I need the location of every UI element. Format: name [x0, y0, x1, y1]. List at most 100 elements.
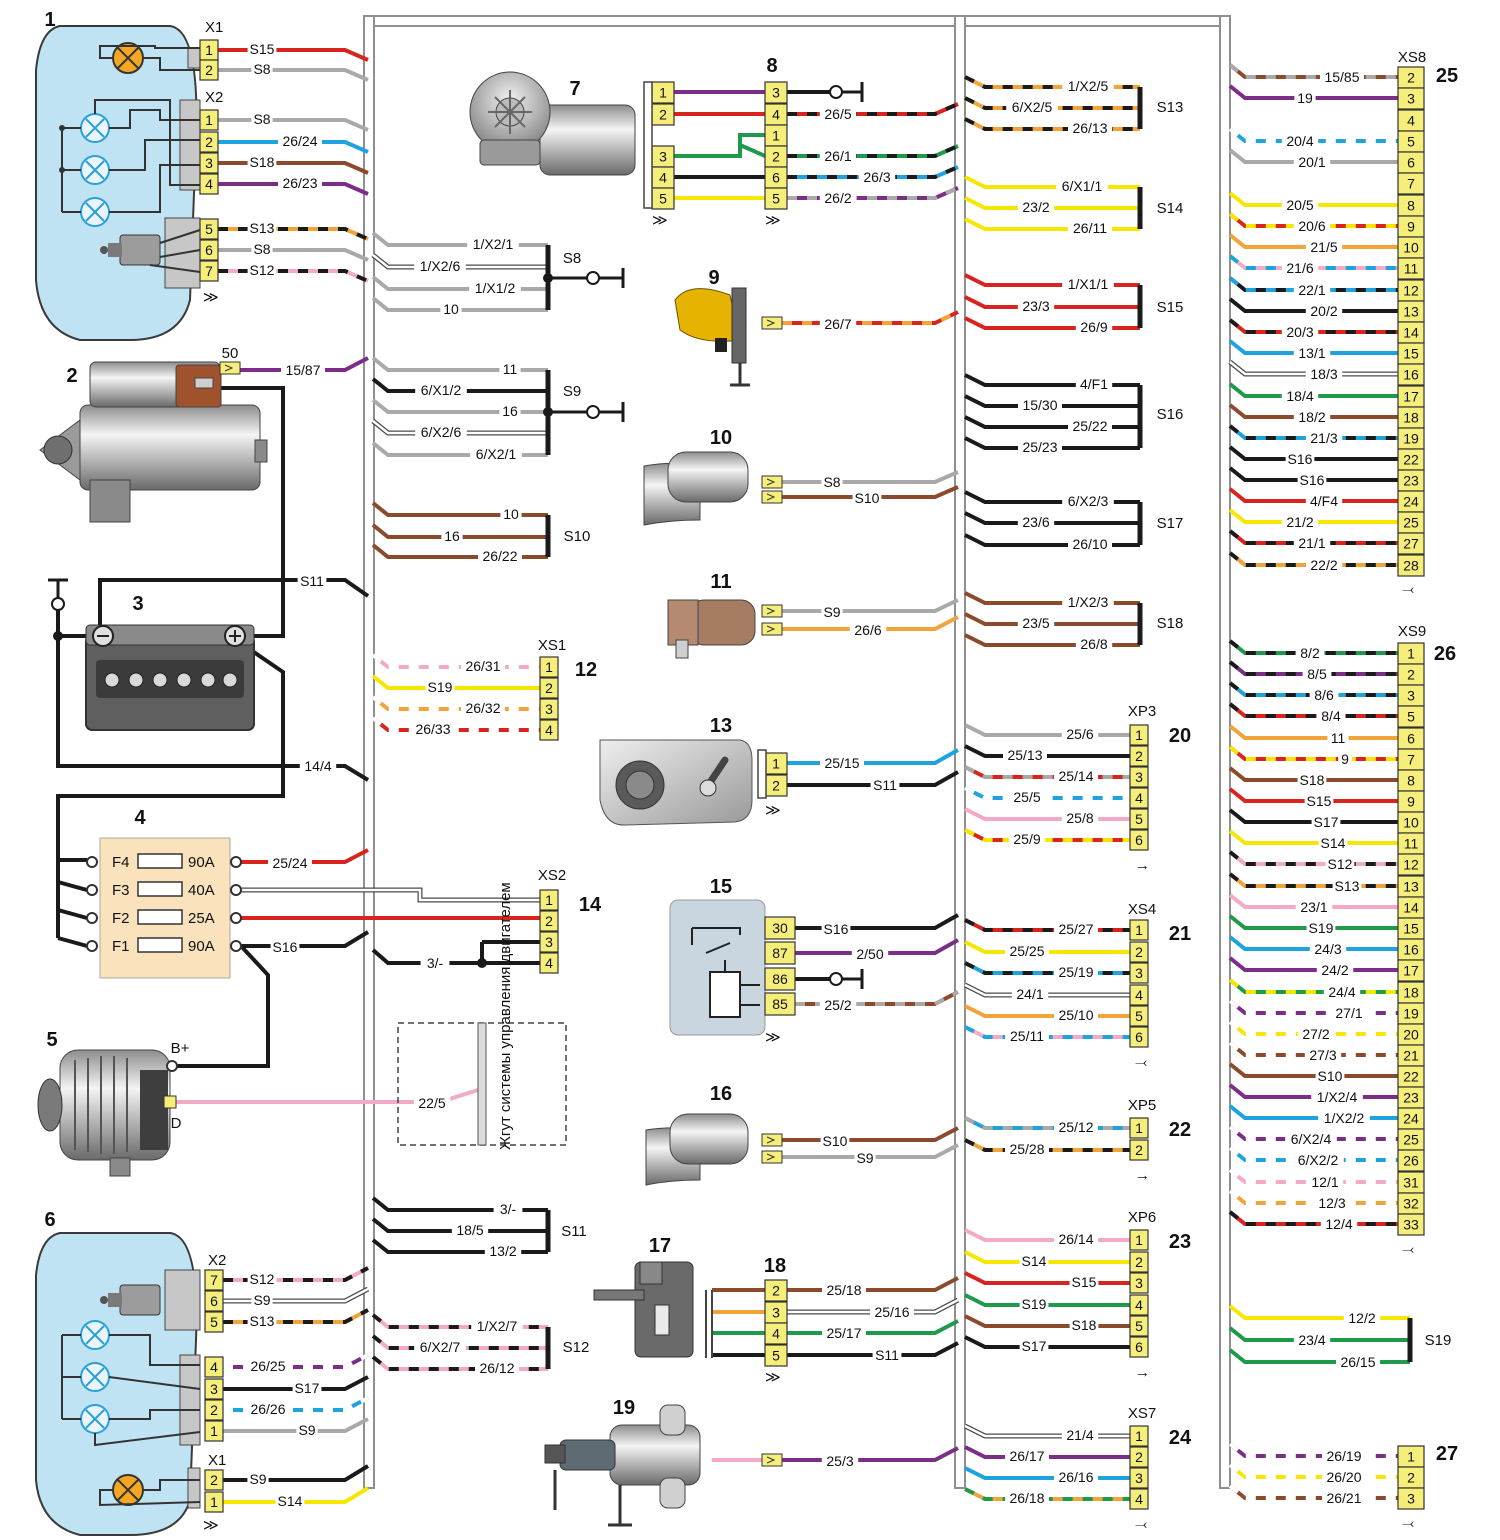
label-backdrop [278, 176, 322, 191]
wire-label: 26/26 [250, 1401, 285, 1417]
wire-tracer [1228, 1463, 1398, 1479]
x2-pin-number: 5 [205, 221, 213, 237]
xs9-pin-number: 14 [1403, 900, 1419, 916]
x2-pin [204, 1269, 224, 1291]
xp3-pin [1129, 808, 1149, 830]
wire-label: 27/3 [1309, 1047, 1336, 1063]
wire-label: 25/25 [1009, 943, 1044, 959]
x1-pin-number: 2 [205, 62, 213, 78]
wire-label: 1/X2/7 [477, 1318, 518, 1334]
component-number: 3 [132, 593, 143, 615]
label-backdrop [246, 1359, 290, 1374]
xp6-pin [1129, 1251, 1149, 1273]
wire-label: 25/22 [1072, 418, 1107, 434]
xs4-pin [1129, 984, 1149, 1006]
xs2-pin [539, 952, 559, 974]
fuse-rating: 25A [188, 910, 215, 927]
x2-pin-number: 2 [210, 1402, 218, 1418]
label-backdrop [1293, 1333, 1331, 1348]
x2-pin-number: 1 [205, 112, 213, 128]
component-number: 1 [44, 9, 55, 31]
wire-label: 22/1 [1298, 282, 1325, 298]
xs9-wire [1228, 914, 1398, 930]
pump18-pin [764, 1279, 788, 1302]
wire-label: S8 [253, 61, 270, 77]
wire-label: 14/4 [304, 758, 331, 774]
c27-pin [1397, 1487, 1425, 1510]
wire-label: S18 [250, 154, 275, 170]
motor8-left-pin-number: 3 [659, 149, 667, 165]
xs9-pin-number: 22 [1403, 1069, 1419, 1085]
relay15-pin [764, 941, 796, 965]
motor8-right-pin-number: 3 [772, 85, 780, 101]
label-backdrop [247, 263, 277, 278]
wire-label: 26/16 [1058, 1469, 1093, 1485]
wire-label: 26/14 [1058, 1231, 1093, 1247]
splice-s17-wire [964, 533, 1140, 547]
headlamp6-x1-wire [223, 1486, 370, 1504]
x2-pin-number: 4 [210, 1359, 218, 1375]
splice-name: S17 [1157, 515, 1184, 532]
wire-tracer [1228, 424, 1398, 440]
wire-label: 1/X2/1 [473, 236, 514, 252]
headlamp-1 [35, 25, 201, 341]
relay15-wire [795, 938, 959, 955]
wire-label: 6/X2/3 [1068, 493, 1109, 509]
label-backdrop [1005, 1449, 1049, 1464]
wire-label: 26/23 [282, 175, 317, 191]
xp3-pin [1129, 724, 1149, 746]
xs8-pin-number: 2 [1407, 70, 1415, 86]
label-backdrop [1330, 1006, 1368, 1021]
label-backdrop [451, 1223, 489, 1238]
label-backdrop [1054, 1008, 1098, 1023]
wire-label: S14 [278, 1493, 303, 1509]
motor8-left-pin-number: 1 [659, 85, 667, 101]
xs9-wire [1228, 766, 1398, 782]
wire-tracer [1228, 745, 1398, 761]
label-backdrop [1320, 1217, 1358, 1232]
relay15-pin-number: 30 [772, 920, 788, 936]
xp6-wire [964, 1228, 1130, 1242]
wire-label: 25/17 [826, 1325, 861, 1341]
sound-signal-16 [645, 1113, 749, 1186]
label-backdrop [1061, 1428, 1099, 1443]
xp6-wire [964, 1314, 1130, 1328]
wire-label: 20/2 [1310, 303, 1337, 319]
label-backdrop [292, 1381, 322, 1396]
connector-name: XP3 [1128, 703, 1156, 720]
label-backdrop [1305, 431, 1343, 446]
x2-pin-number: 3 [205, 155, 213, 171]
wire-label: 23/4 [1298, 1332, 1325, 1348]
label-backdrop [467, 237, 519, 252]
label-backdrop [1062, 494, 1114, 509]
xs1-pin [539, 698, 559, 720]
xs9-wire [1228, 829, 1398, 845]
wire-label: 2/50 [856, 946, 883, 962]
headlamp6-x2-wire [223, 1417, 369, 1433]
label-backdrop [1304, 1048, 1342, 1063]
horn-9 [674, 287, 750, 387]
wire-tracer [1228, 551, 1398, 567]
splice-name: S11 [561, 1223, 587, 1240]
switch13-connector-body [757, 749, 767, 799]
wire-tracer [1228, 1041, 1398, 1057]
label-backdrop [1068, 121, 1112, 136]
wire-tracer [1228, 999, 1398, 1015]
fuse-rating: 90A [188, 854, 215, 871]
x1-pin [204, 1469, 224, 1491]
xp6-pin-number: 3 [1135, 1275, 1143, 1291]
label-backdrop [1062, 79, 1114, 94]
label-backdrop [1309, 688, 1339, 703]
xs7-pin-number: 1 [1135, 1428, 1143, 1444]
wire-label: 25/13 [1007, 747, 1042, 763]
splice-s18-wire [964, 612, 1140, 626]
wire-tracer [1228, 529, 1398, 545]
wire-core [241, 888, 540, 902]
label-backdrop [1327, 731, 1349, 746]
male-terminal-arrow [766, 1153, 776, 1161]
label-backdrop [1019, 1339, 1049, 1354]
xs9-pin-number: 12 [1403, 857, 1419, 873]
signal16-wire [782, 1126, 959, 1142]
xp5-pin [1129, 1117, 1149, 1139]
